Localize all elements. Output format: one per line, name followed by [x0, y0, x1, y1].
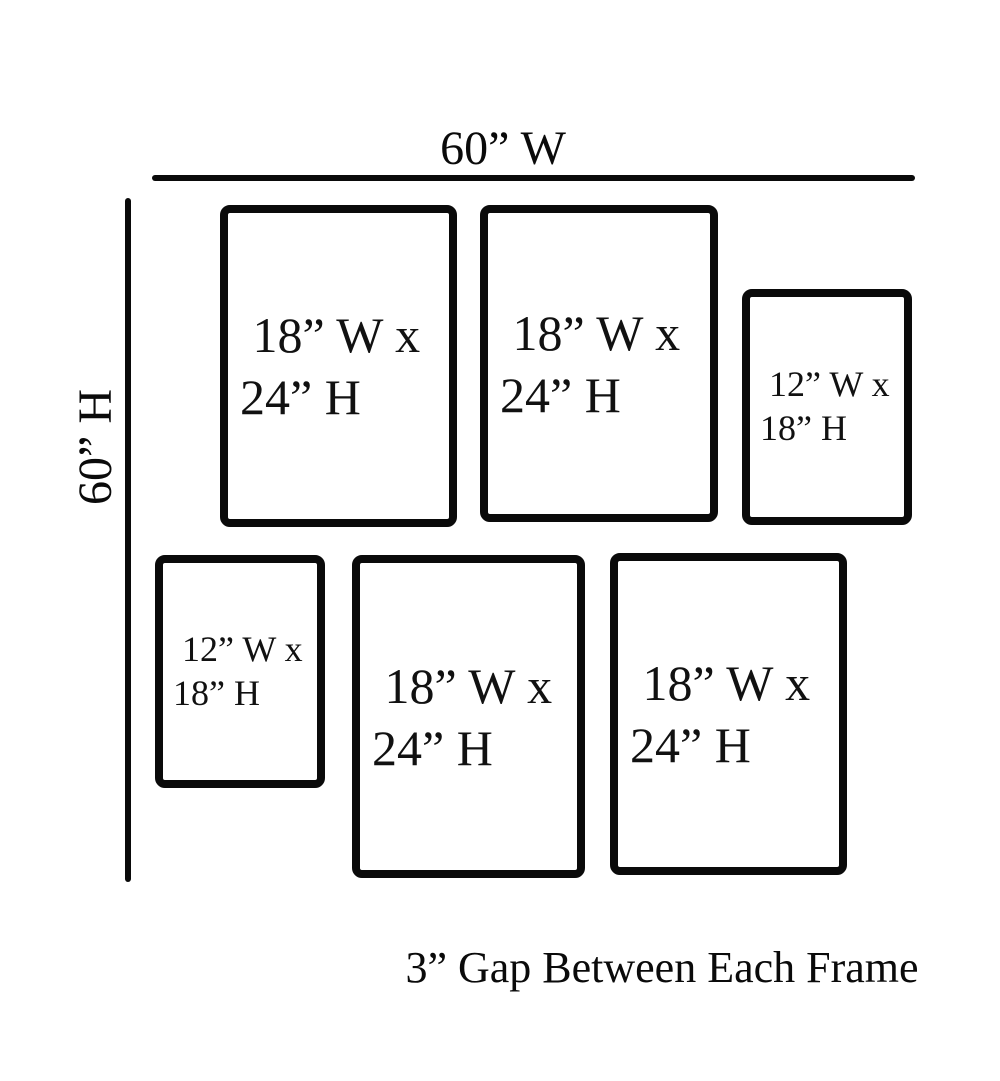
frame-12x18-bottom-left: 12” W x 18” H: [155, 555, 325, 788]
wall-height-dimension-line: [125, 198, 131, 882]
frame-18x24-bottom-middle: 18” W x 24” H: [352, 555, 585, 878]
frame-18x24-top-left: 18” W x 24” H: [220, 205, 457, 527]
frame-size-label: 18” W x 24” H: [500, 304, 681, 423]
gap-caption: 3” Gap Between Each Frame: [405, 943, 919, 992]
wall-width-dimension-line: [152, 175, 915, 181]
frame-size-label: 12” W x 18” H: [760, 364, 890, 448]
frame-size-label: 12” W x 18” H: [173, 628, 303, 713]
wall-height-label: 60” H: [69, 389, 122, 505]
frame-size-label: 18” W x 24” H: [372, 657, 553, 776]
frame-size-label: 18” W x 24” H: [240, 307, 421, 425]
frame-12x18-top-right: 12” W x 18” H: [742, 289, 912, 525]
wall-width-label: 60” W: [440, 122, 566, 175]
frame-18x24-top-middle: 18” W x 24” H: [480, 205, 718, 522]
frame-size-label: 18” W x 24” H: [630, 655, 811, 773]
frame-18x24-bottom-right: 18” W x 24” H: [610, 553, 847, 875]
